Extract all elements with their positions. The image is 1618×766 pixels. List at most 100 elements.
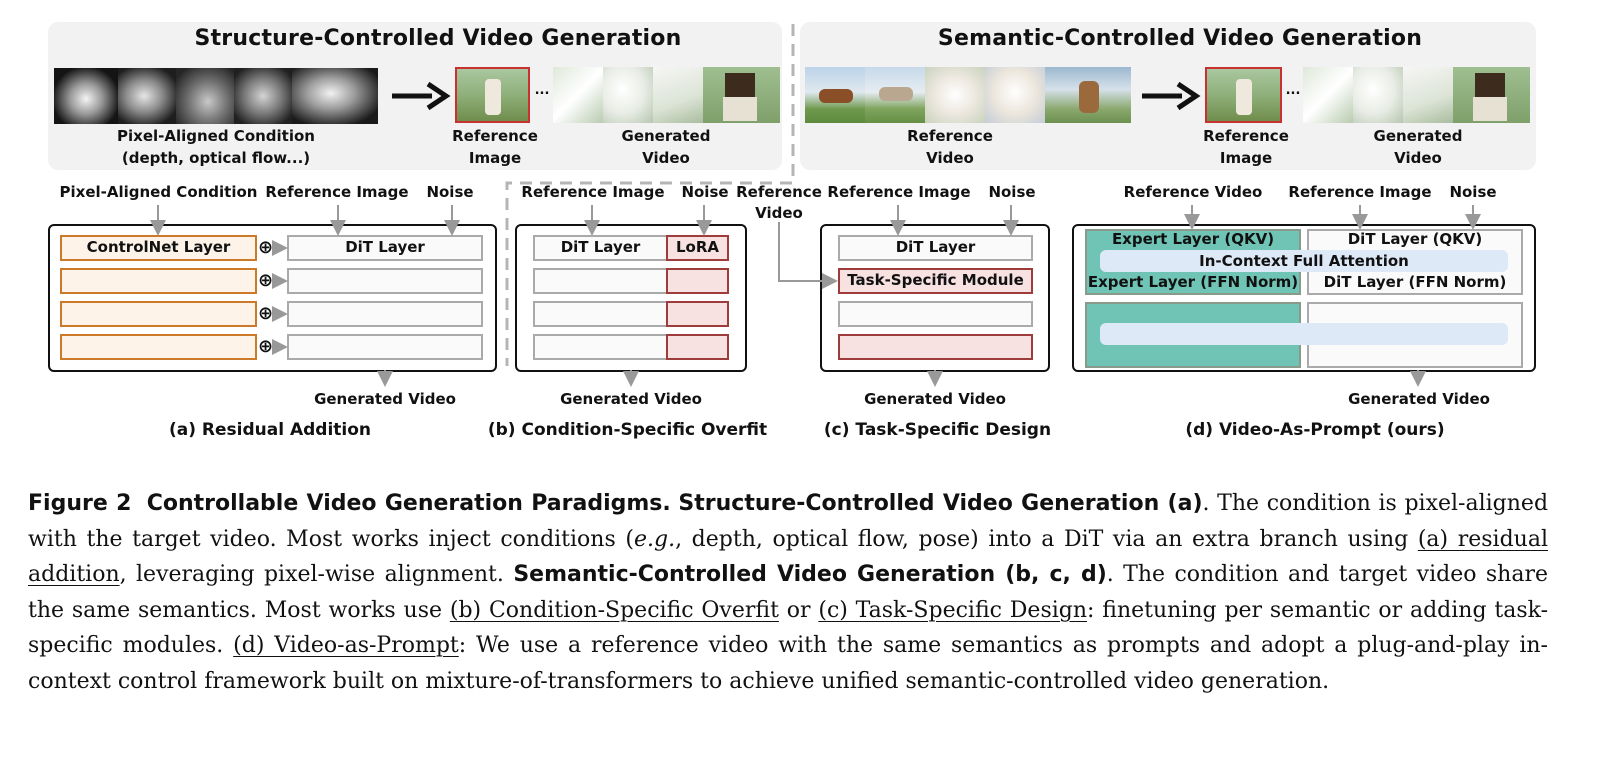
semantic-heading: Semantic-Controlled Video Generation (b,…	[513, 562, 1107, 587]
struct-gen-label-2: Video	[642, 149, 690, 167]
depth-frame-4	[234, 68, 292, 124]
d-input-noise: Noise	[1449, 183, 1497, 201]
right-arrow-icon-2	[1142, 81, 1201, 111]
a-output: Generated Video	[314, 390, 456, 408]
in-context-attention-2	[1100, 323, 1508, 345]
d-output: Generated Video	[1348, 390, 1490, 408]
a-dit-layer: DiT Layer	[287, 235, 483, 261]
sem-ref-label-1: Reference	[1203, 127, 1289, 145]
lora-layer: LoRA	[666, 235, 729, 261]
c-input-refvideo-2: Video	[755, 204, 803, 222]
caption-text-3: , leveraging pixel-wise alignment.	[119, 562, 514, 587]
structure-heading: Structure-Controlled Video Generation (a…	[678, 491, 1203, 516]
struct-ellipsis: ...	[534, 83, 550, 98]
horse-frame-3	[925, 67, 985, 123]
caption-ref-c: (c) Task-Specific Design	[818, 597, 1088, 623]
caption-ref-b: (b) Condition-Specific Overfit	[449, 597, 779, 623]
sem-refvid-label-2: Video	[926, 149, 974, 167]
figure-label: Figure 2	[28, 491, 132, 516]
a-dit-layer-3	[287, 301, 483, 327]
struct-gen-label-1: Generated	[621, 127, 711, 145]
a-input-condition: Pixel-Aligned Condition	[59, 183, 258, 201]
oplus-icon-1: ⊕	[258, 237, 274, 258]
sem-ref-label-2: Image	[1219, 149, 1273, 167]
controlnet-layer-4	[60, 334, 257, 360]
dit-ffn-label: DiT Layer (FFN Norm)	[1323, 273, 1507, 291]
horse-frame-5	[1045, 67, 1131, 123]
caption-text-1: . The condition is pixel-aligned with th…	[28, 491, 1549, 552]
caption-text-5: or	[778, 597, 819, 623]
b-output: Generated Video	[560, 390, 702, 408]
c-output: Generated Video	[864, 390, 1006, 408]
depth-frame-1	[54, 68, 118, 124]
sem-gen-frame-2	[1353, 67, 1403, 123]
d-input-reference: Reference Image	[1288, 183, 1432, 201]
b-dit-layer-3	[533, 301, 668, 327]
figure-caption: Figure 2 Controllable Video Generation P…	[28, 486, 1548, 699]
caption-c: (c) Task-Specific Design	[823, 420, 1052, 440]
b-dit-layer-2	[533, 268, 668, 294]
caption-text-7: : We use a reference video with the same…	[28, 633, 1548, 694]
struct-gen-frame-1	[553, 67, 603, 123]
c-dit-layer-2	[838, 301, 1033, 327]
in-context-attention: In-Context Full Attention	[1100, 250, 1508, 272]
horse-frame-2	[865, 67, 925, 123]
task-specific-module: Task-Specific Module	[838, 268, 1033, 294]
c-input-noise: Noise	[988, 183, 1036, 201]
structure-title: Structure-Controlled Video Generation	[194, 26, 682, 51]
struct-gen-frame-3	[653, 67, 703, 123]
caption-ref-d: (d) Video-as-Prompt	[233, 633, 459, 658]
depth-frame-5	[292, 68, 378, 124]
controlnet-layer: ControlNet Layer	[60, 235, 257, 261]
horse-frame-4	[985, 67, 1045, 123]
lora-layer-2	[666, 268, 729, 294]
horse-frame-1	[805, 67, 865, 123]
task-specific-module-2	[838, 334, 1033, 360]
struct-reference-image	[455, 67, 530, 123]
struct-gen-frame-4	[703, 67, 780, 123]
b-input-reference: Reference Image	[521, 183, 665, 201]
struct-cond-label-2: (depth, optical flow...)	[121, 149, 311, 167]
d-input-refvideo: Reference Video	[1123, 183, 1263, 201]
lora-layer-4	[666, 334, 729, 360]
sem-ellipsis: ...	[1285, 83, 1301, 98]
c-input-refvideo-1: Reference	[736, 183, 822, 201]
caption-text-4: . The condition and target video share t…	[28, 562, 1548, 623]
sem-gen-frame-3	[1403, 67, 1453, 123]
c-dit-layer: DiT Layer	[838, 235, 1033, 261]
caption-text-2: , depth, optical flow, pose) into a DiT …	[675, 526, 1418, 552]
sem-gen-frame-1	[1303, 67, 1353, 123]
oplus-icon-4: ⊕	[258, 336, 274, 357]
controlnet-layer-2	[60, 268, 257, 294]
struct-ref-label-2: Image	[468, 149, 522, 167]
depth-frame-3	[176, 68, 234, 124]
sem-refvid-label-1: Reference	[907, 127, 993, 145]
controlnet-layer-3	[60, 301, 257, 327]
c-input-reference: Reference Image	[827, 183, 971, 201]
caption-a: (a) Residual Addition	[168, 420, 372, 440]
oplus-icon-3: ⊕	[258, 303, 274, 324]
caption-text-6: : finetuning per semantic or adding task…	[28, 597, 1549, 659]
b-input-noise: Noise	[681, 183, 729, 201]
depth-frame-2	[118, 68, 176, 124]
expert-ffn-label: Expert Layer (FFN Norm)	[1087, 273, 1299, 291]
expert-qkv-label: Expert Layer (QKV)	[1111, 230, 1275, 248]
figure-title: Controllable Video Generation Paradigms.	[146, 491, 671, 516]
caption-ref-a: (a) residual addition	[28, 526, 1549, 588]
sem-gen-label-2: Video	[1394, 149, 1442, 167]
struct-gen-frame-2	[603, 67, 653, 123]
oplus-icon-2: ⊕	[258, 270, 274, 291]
dit-qkv-label: DiT Layer (QKV)	[1347, 230, 1483, 248]
caption-d: (d) Video-As-Prompt (ours)	[1185, 420, 1445, 440]
sem-gen-label-1: Generated	[1373, 127, 1463, 145]
semantic-title: Semantic-Controlled Video Generation	[937, 26, 1423, 51]
sem-reference-image	[1205, 67, 1282, 123]
lora-layer-3	[666, 301, 729, 327]
caption-b: (b) Condition-Specific Overfit	[487, 420, 768, 440]
a-dit-layer-4	[287, 334, 483, 360]
sem-gen-frame-4	[1453, 67, 1530, 123]
a-input-reference: Reference Image	[265, 183, 409, 201]
struct-cond-label-1: Pixel-Aligned Condition	[117, 127, 315, 145]
a-dit-layer-2	[287, 268, 483, 294]
